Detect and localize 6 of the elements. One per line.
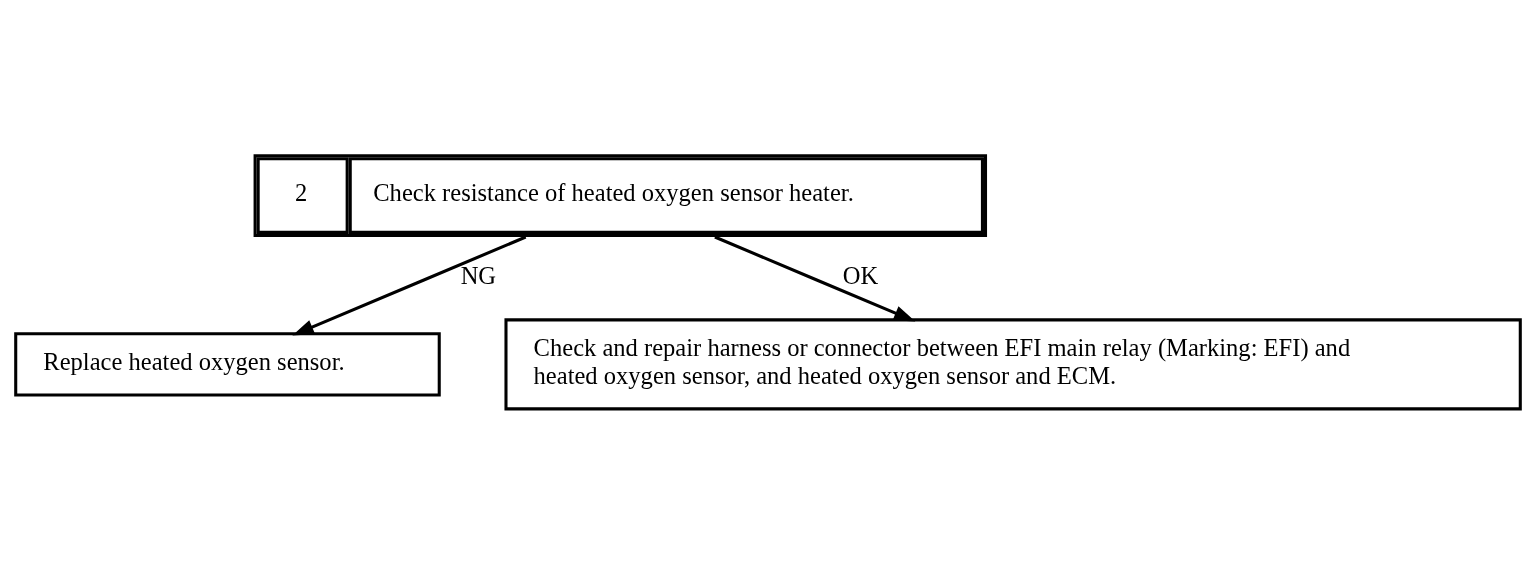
arrow — [292, 235, 527, 335]
node-box: Check and repair harness or connector between EFI main relay (Marking: EFI) and heated oxygen sensor, and heated oxygen sensor and ECM. — [504, 317, 1522, 410]
edge-label: OK — [842, 261, 879, 289]
node-box: Replace heated oxygen sensor. — [14, 331, 441, 397]
arrow — [714, 235, 916, 322]
edge-label: NG — [460, 261, 497, 289]
